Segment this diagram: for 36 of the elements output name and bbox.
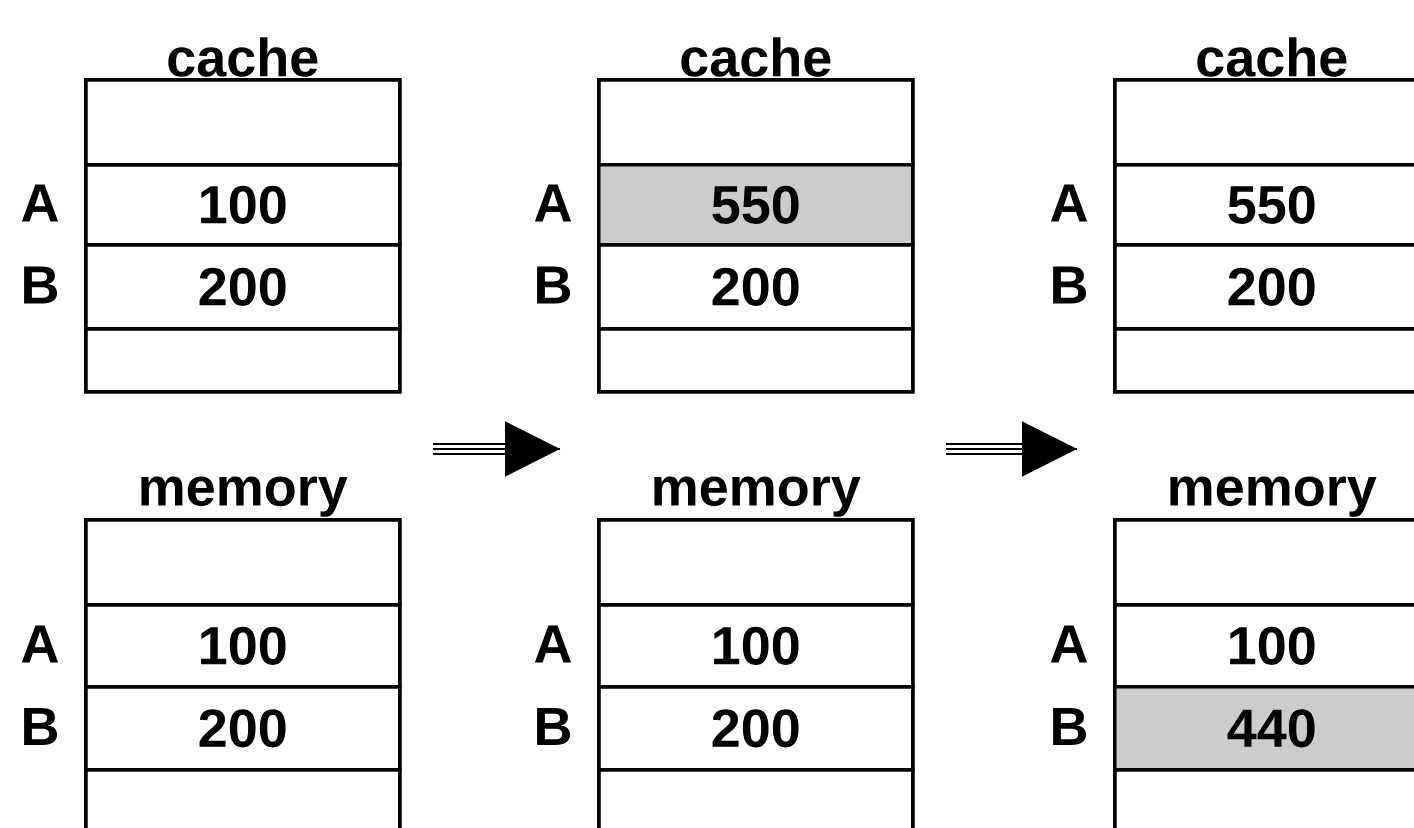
row-label: B xyxy=(24,707,58,746)
table-cell: 200 xyxy=(597,243,915,331)
table-cell xyxy=(1113,327,1414,394)
table-cell: 200 xyxy=(597,685,915,772)
table-cell: 550 xyxy=(1113,163,1414,247)
node-label: memory xyxy=(1170,476,1377,517)
row-label: B xyxy=(1053,266,1087,304)
row-label: B xyxy=(1053,707,1087,746)
row-label: B xyxy=(24,266,58,304)
node-label: cache xyxy=(1197,37,1347,77)
table-cell: 200 xyxy=(84,685,402,772)
node-label: memory xyxy=(654,476,861,517)
table-cell: 440 xyxy=(1113,685,1414,772)
row-label: A xyxy=(534,184,572,222)
table-cell xyxy=(84,768,402,828)
table-cell xyxy=(1113,768,1414,828)
row-label: A xyxy=(534,625,572,663)
node-label: cache xyxy=(681,37,831,77)
table-cell xyxy=(597,327,915,394)
table-cell xyxy=(597,768,915,828)
table-cell: 100 xyxy=(1113,603,1414,689)
table-cell: 100 xyxy=(597,603,915,689)
table-cell: 550 xyxy=(597,163,915,247)
table-cell: 200 xyxy=(1113,243,1414,331)
row-label: B xyxy=(537,707,571,746)
row-label: A xyxy=(21,625,59,663)
row-label: A xyxy=(21,184,59,222)
table-cell: 200 xyxy=(84,243,402,331)
row-label: A xyxy=(1050,625,1088,663)
row-label: B xyxy=(537,266,571,304)
node-label: memory xyxy=(141,476,348,517)
table-cell: 100 xyxy=(84,603,402,689)
table-cell xyxy=(84,327,402,394)
node-label: cache xyxy=(168,37,318,77)
row-label: A xyxy=(1050,184,1088,222)
table-cell: 100 xyxy=(84,163,402,247)
